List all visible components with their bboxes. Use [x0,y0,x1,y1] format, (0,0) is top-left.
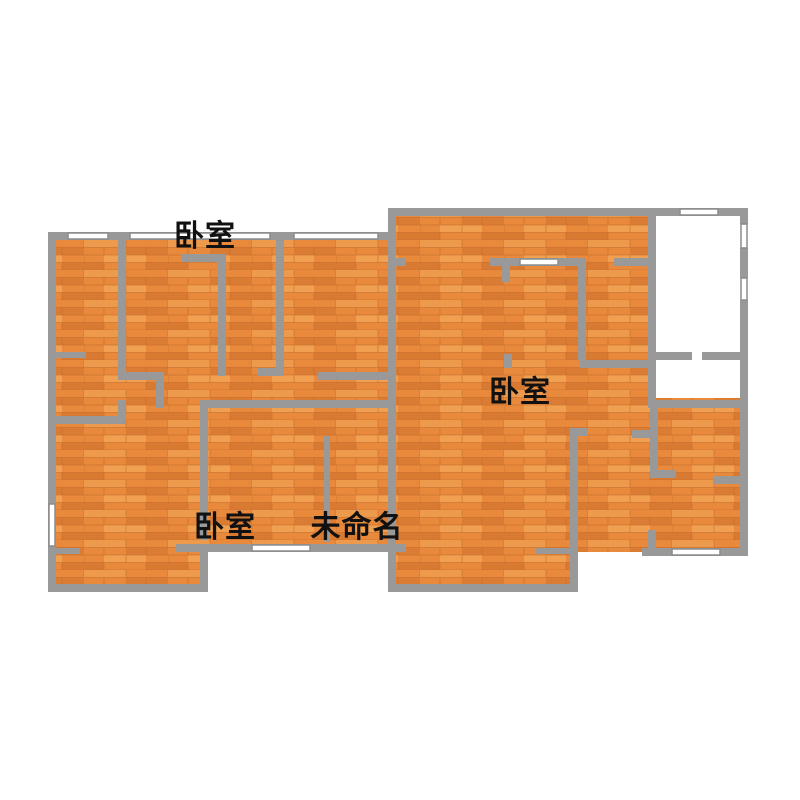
wall [740,480,748,556]
wall [388,584,578,592]
wall [52,352,86,358]
window [48,503,56,547]
window [519,258,559,266]
window [740,223,748,249]
window [67,232,109,240]
wall [324,436,330,542]
wall [276,232,284,368]
window [740,277,748,301]
wall [388,208,656,216]
room-label-bedroom-north: 卧室 [174,219,236,254]
wall [714,476,748,484]
wall [326,400,392,408]
wall [200,400,326,408]
wall [648,208,656,408]
wall [536,548,576,554]
room-labels: 卧室 卧室 卧室 未命名 [174,219,551,545]
wall [578,258,586,360]
wall [648,352,692,360]
room-label-bedroom-east: 卧室 [489,375,551,410]
wall [118,232,126,372]
floor-area-east [390,212,742,588]
wall [702,352,748,360]
room-label-unnamed: 未命名 [311,510,404,545]
wall [318,372,392,380]
wall [632,430,656,438]
wall [258,368,284,376]
wall [200,544,208,592]
wall [740,208,748,224]
wall [118,400,126,424]
room-label-bedroom-south: 卧室 [194,510,256,545]
window [293,232,379,240]
wall [182,254,226,262]
window [129,232,271,240]
wall [56,548,80,554]
wall [570,428,578,592]
wall [580,360,652,368]
wall [740,248,748,278]
wall [648,400,748,408]
window [671,548,721,556]
wall [570,428,588,436]
window [251,544,311,552]
wall [650,408,658,470]
wall [390,258,406,266]
wall [118,372,160,380]
wall [48,584,206,592]
wall [502,258,510,282]
wall [156,372,164,408]
windows [48,208,748,556]
floor-area-west [52,236,392,588]
wall [648,530,656,552]
wall [200,400,208,540]
window [679,208,719,216]
wall [48,232,56,592]
wall [504,354,512,368]
wall [218,254,226,376]
wall [650,470,676,478]
wall [52,416,124,424]
wall [614,258,652,266]
wall [740,400,748,476]
